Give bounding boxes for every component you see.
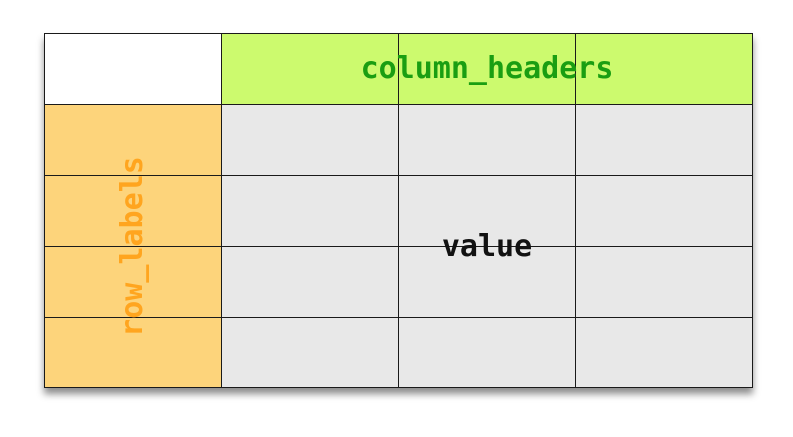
data-cell [398, 175, 577, 247]
data-cell [575, 104, 753, 176]
table-diagram [44, 33, 753, 388]
data-cell [575, 175, 753, 247]
data-cell [221, 104, 400, 176]
corner-cell [44, 33, 222, 105]
data-cell [221, 317, 400, 388]
data-cell [398, 317, 577, 388]
row-label-cell [44, 246, 222, 318]
data-cell [221, 175, 400, 247]
data-cell [221, 246, 400, 318]
column-header-cell [398, 33, 577, 105]
row-label-cell [44, 104, 222, 176]
data-cell [398, 104, 577, 176]
data-cell [398, 246, 577, 318]
column-header-cell [575, 33, 753, 105]
row-label-cell [44, 175, 222, 247]
column-header-cell [221, 33, 400, 105]
data-cell [575, 317, 753, 388]
row-label-cell [44, 317, 222, 388]
data-cell [575, 246, 753, 318]
